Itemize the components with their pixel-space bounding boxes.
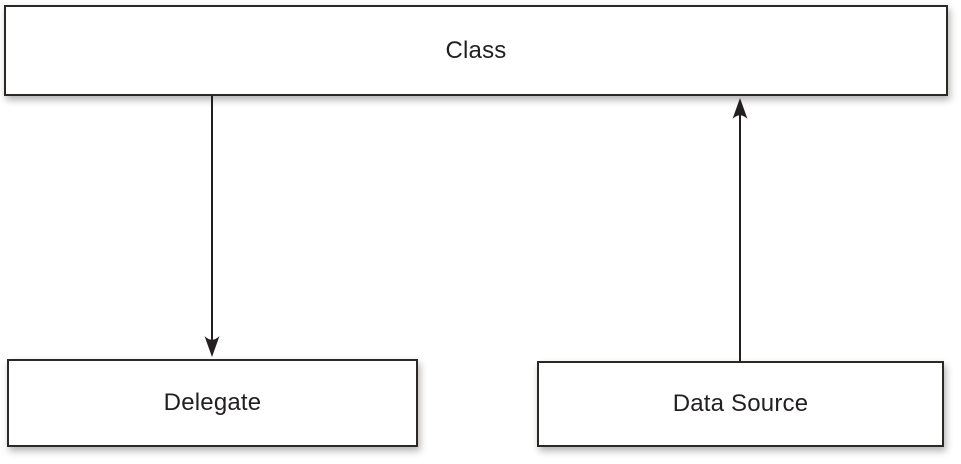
datasource-to-class-arrow (732, 98, 748, 361)
arrowhead-up-icon (732, 98, 748, 119)
node-class-label: Class (445, 36, 507, 64)
node-delegate-label: Delegate (163, 389, 262, 416)
class-to-delegate-arrow (204, 96, 220, 357)
node-class: Class (4, 5, 948, 96)
node-delegate: Delegate (7, 359, 418, 447)
node-data-source: Data Source (537, 361, 944, 447)
node-data-source-label: Data Source (672, 390, 809, 417)
arrowhead-down-icon (204, 336, 220, 357)
